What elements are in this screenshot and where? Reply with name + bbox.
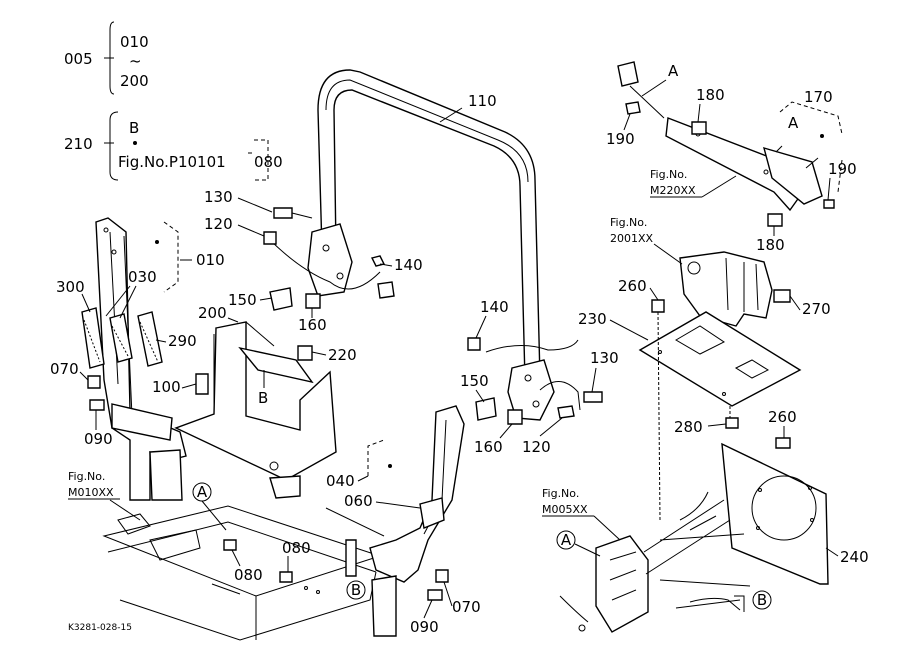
label-300: 300 [56,278,85,296]
legend-ref-key: 210 [64,135,93,153]
floor-plate [638,311,802,521]
valve-block [651,251,791,327]
legend-bracket-2 [104,111,119,181]
hardware-left-rollbar [263,207,395,311]
label-220: 220 [328,346,357,364]
label-B1: B [258,389,268,407]
label-160a: 160 [298,316,327,334]
label-070b: 070 [452,598,481,616]
callout-A-right[interactable]: A [556,530,576,550]
label-140a: 140 [394,256,423,274]
figref-m010-line2[interactable]: M010XX [68,486,114,499]
callout-B-lower[interactable]: B [346,580,366,600]
hardware-right-rollbar [467,337,603,425]
figref-m220-line1[interactable]: Fig.No. [650,168,687,181]
label-A1: A [668,62,679,80]
drawing-code: K3281-028-15 [68,623,132,633]
svg-text:B: B [351,581,361,599]
label-240: 240 [840,548,869,566]
svg-text:B: B [757,591,767,609]
label-080b: 080 [282,539,311,557]
label-030: 030 [128,268,157,286]
label-110: 110 [468,92,497,110]
label-090b: 090 [410,618,439,636]
seat-base [174,321,337,499]
label-200: 200 [198,304,227,322]
washer-070a [87,375,101,389]
legend-ref-part: 080 [254,153,283,171]
label-180b: 180 [756,236,785,254]
label-190a: 190 [606,130,635,148]
label-120b: 120 [522,438,551,456]
legend-ref-letter: B [129,119,139,137]
label-160b: 160 [474,438,503,456]
figref-m005-line2[interactable]: M005XX [542,503,588,516]
label-010: 010 [196,251,225,269]
label-260b: 260 [768,408,797,426]
label-080a: 080 [234,566,263,584]
label-290: 290 [168,332,197,350]
label-100: 100 [152,378,181,396]
label-070a: 070 [50,360,79,378]
svg-text:A: A [197,483,208,501]
figref-m220-line2[interactable]: M220XX [650,184,696,197]
label-040: 040 [326,472,355,490]
label-150a: 150 [228,291,257,309]
switch-assembly [617,61,843,227]
legend-dash-bracket [248,139,269,181]
label-270: 270 [802,300,831,318]
label-260a: 260 [618,277,647,295]
bolt-090a [89,399,105,411]
figref-2001-line1[interactable]: Fig.No. [610,216,647,229]
label-150b: 150 [460,372,489,390]
label-170: 170 [804,88,833,106]
label-120a: 120 [204,215,233,233]
left-post-assembly [81,217,187,501]
legend-range-start: 010 [120,33,149,51]
svg-text:A: A [561,531,572,549]
label-060: 060 [344,492,373,510]
label-090a: 090 [84,430,113,448]
legend-range-key: 005 [64,50,93,68]
legend-range-sep: ~ [129,52,142,70]
figref-m005-line1[interactable]: Fig.No. [542,487,579,500]
legend-range-end: 200 [120,72,149,90]
figref-2001-line2[interactable]: 2001XX [610,232,654,245]
right-post-assembly [325,405,465,637]
figref-m010-line1[interactable]: Fig.No. [68,470,105,483]
legend-dot [133,141,137,145]
callout-B-right[interactable]: B [752,590,772,610]
label-280: 280 [674,418,703,436]
legend-ref-fig: Fig.No.P10101 [118,153,226,171]
legend: 005 010 ~ 200 210 B Fig.No.P10101 080 [64,21,283,181]
label-230: 230 [578,310,607,328]
rear-panel [721,437,829,585]
label-130b: 130 [590,349,619,367]
label-140b: 140 [480,298,509,316]
roll-bar [267,69,581,421]
lower-right-linkage [559,491,751,633]
callout-A-left[interactable]: A [192,482,212,502]
legend-bracket [104,21,115,95]
label-130a: 130 [204,188,233,206]
label-A2: A [788,114,799,132]
label-180a: 180 [696,86,725,104]
label-190b: 190 [828,160,857,178]
